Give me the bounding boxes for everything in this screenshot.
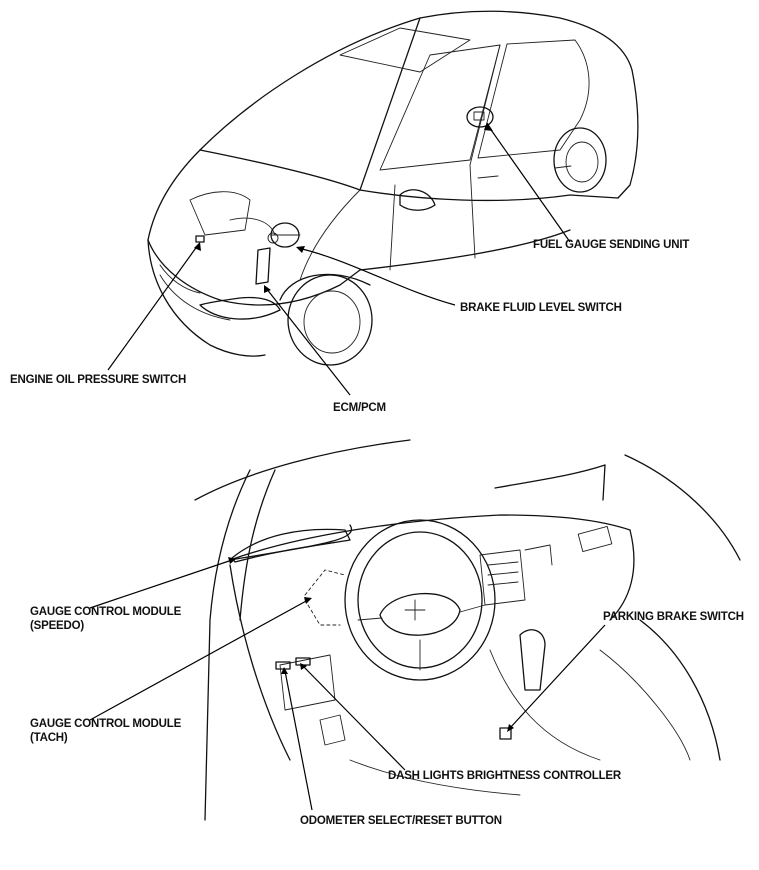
dashboard-illustration <box>194 439 741 821</box>
label-engine-oil-pressure-switch: ENGINE OIL PRESSURE SWITCH <box>10 374 186 386</box>
top-leader-lines <box>107 122 571 396</box>
label-odometer-select-reset-button: ODOMETER SELECT/RESET BUTTON <box>300 815 502 827</box>
label-dash-lights-brightness-controller: DASH LIGHTS BRIGHTNESS CONTROLLER <box>388 770 622 782</box>
bottom-leader-lines <box>89 557 606 811</box>
label-fuel-gauge-sending-unit: FUEL GAUGE SENDING UNIT <box>533 239 689 251</box>
label-gauge-control-module-tach: GAUGE CONTROL MODULE <box>30 718 182 730</box>
label-gauge-control-module-tach-sub: (TACH) <box>30 732 68 744</box>
car-exterior-illustration <box>147 10 639 366</box>
label-gauge-control-module-speedo: GAUGE CONTROL MODULE <box>30 606 182 618</box>
label-brake-fluid-level-switch: BRAKE FLUID LEVEL SWITCH <box>460 302 622 314</box>
label-parking-brake-switch: PARKING BRAKE SWITCH <box>603 611 744 623</box>
label-ecm-pcm: ECM/PCM <box>333 402 386 414</box>
label-gauge-control-module-speedo-sub: (SPEEDO) <box>30 620 84 632</box>
